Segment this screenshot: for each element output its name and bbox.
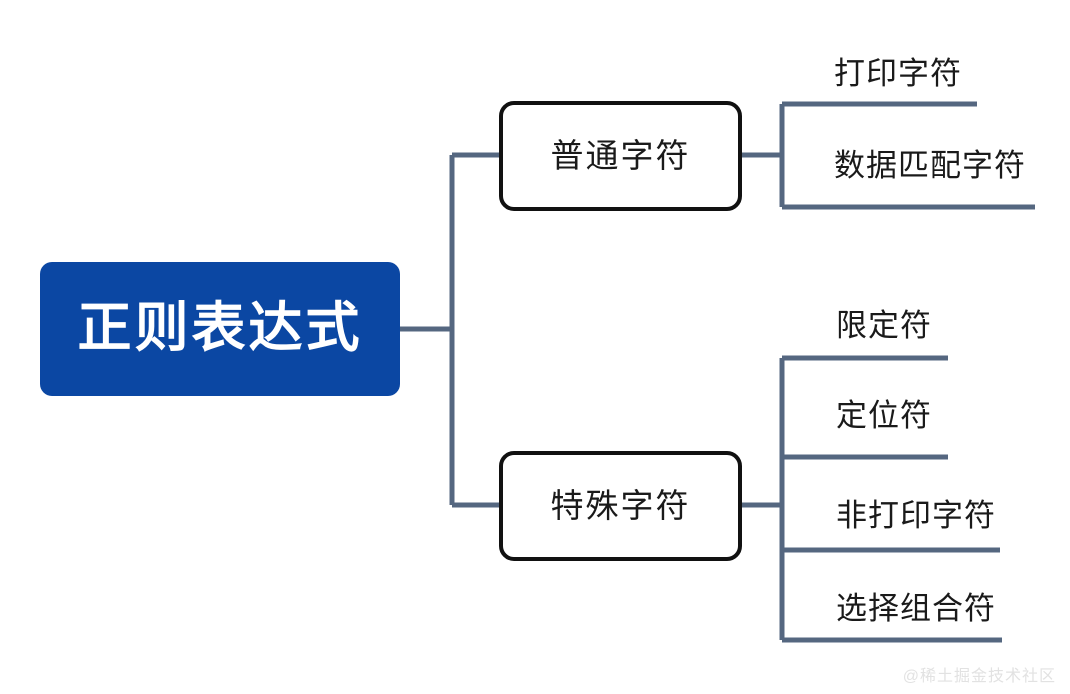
branch-node-special-chars[interactable]: 特殊字符: [499, 451, 742, 561]
branch-node-label: 特殊字符: [550, 486, 691, 524]
leaf-label-nonprintable-chars[interactable]: 非打印字符: [836, 498, 996, 533]
branch-node-label: 普通字符: [550, 136, 691, 174]
root-node-label: 正则表达式: [77, 298, 363, 359]
leaf-label-alternation-group[interactable]: 选择组合符: [836, 591, 996, 626]
watermark: @稀土掘金技术社区: [902, 668, 1056, 685]
leaf-label-printable-chars[interactable]: 打印字符: [834, 56, 962, 91]
leaf-label-data-matching-chars[interactable]: 数据匹配字符: [834, 148, 1026, 183]
branch-node-ordinary-chars[interactable]: 普通字符: [499, 101, 742, 211]
leaf-label-quantifier[interactable]: 限定符: [836, 308, 932, 343]
root-node[interactable]: 正则表达式: [40, 262, 400, 396]
leaf-label-anchor[interactable]: 定位符: [836, 398, 932, 433]
